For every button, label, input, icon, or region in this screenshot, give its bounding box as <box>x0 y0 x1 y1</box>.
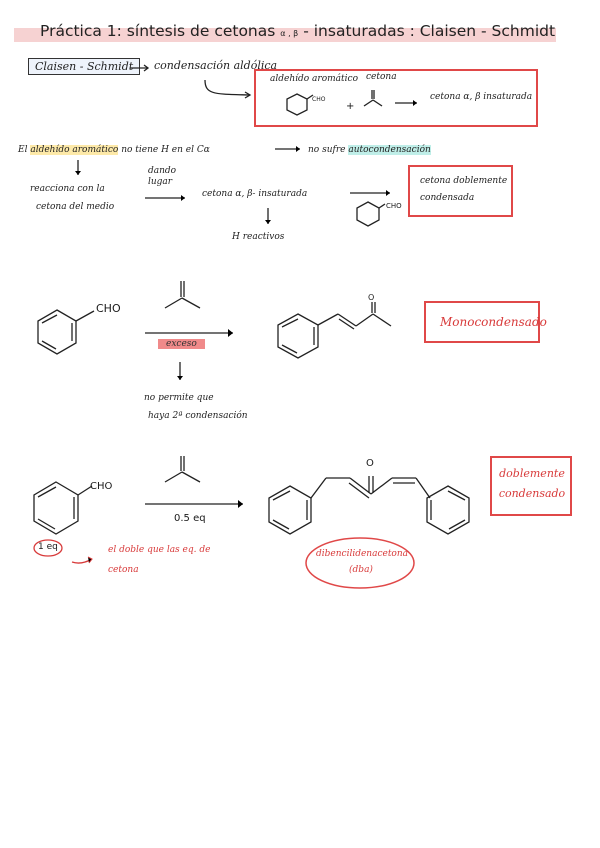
title-end: - insaturadas : Claisen - Schmidt <box>303 22 556 40</box>
acetone-small-structure <box>363 90 383 107</box>
aldehyde-label: aldehído aromático <box>270 74 358 84</box>
benzaldehyde-small-structure-2 <box>356 201 386 227</box>
one-eq-label: 1 eq <box>38 542 58 552</box>
double-eq-note: el doble que las eq. de cetona <box>108 545 211 575</box>
haya-label: haya 2ª condensación <box>148 411 248 421</box>
monocondensado-box: Monocondensado <box>424 301 547 343</box>
cetona-insaturada-label: cetona α, β- insaturada <box>202 189 308 199</box>
alpha-symbol: α <box>203 145 210 155</box>
condensation-label: condensación aldólica <box>154 59 278 72</box>
benzaldehyde-structure-4 <box>33 481 93 535</box>
dba-oval <box>305 537 415 589</box>
reaction-arrow-3 <box>145 329 233 337</box>
reacciona-label: reacciona con la <box>30 184 105 194</box>
dba-name: dibencilidenacetona (dba) <box>316 549 409 575</box>
h-reactivos-label: H reactivos <box>232 232 285 242</box>
title-start: Práctica 1: síntesis de cetonas <box>40 22 276 40</box>
ketone-label: cetona <box>366 72 397 82</box>
cho-label-3: CHO <box>96 302 121 315</box>
no-permite-label: no permite que <box>144 393 214 403</box>
cho-label-small-2: CHO <box>386 202 402 210</box>
autocondensation-highlight: autocondensación <box>348 145 431 155</box>
reaction-arrow-4 <box>145 500 243 508</box>
dando-lugar-label: dando lugar <box>148 166 177 187</box>
cho-label-4: CHO <box>90 481 113 492</box>
benzaldehyde-small-structure <box>286 93 314 116</box>
acetone-structure-4 <box>164 456 201 483</box>
autocondensation-text: no sufre autocondensación <box>308 145 431 155</box>
product-label: cetona α, β insaturada <box>430 92 533 102</box>
sentence-mid: no tiene H en el C <box>121 145 204 155</box>
double-condensed-box: cetona doblemente condensada <box>408 165 513 217</box>
no-sufre-label: no sufre <box>308 145 346 155</box>
o-label-4: O <box>366 458 374 469</box>
reaction-arrow-small <box>395 100 417 106</box>
o-label-3: O <box>368 293 375 302</box>
title-highlight <box>14 28 556 42</box>
no-alpha-h-sentence: El aldehído aromático no tiene H en el C… <box>18 145 210 155</box>
sentence-el: El <box>18 145 28 155</box>
benzaldehyde-structure <box>37 309 95 355</box>
half-eq-label: 0.5 eq <box>174 513 206 524</box>
title-greek: α , β <box>280 29 299 38</box>
exceso-highlight: exceso <box>158 339 205 349</box>
benzalacetone-structure <box>277 302 392 359</box>
cetona-medio-label: cetona del medio <box>36 202 115 212</box>
page-title: Práctica 1: síntesis de cetonas α , β - … <box>40 22 555 40</box>
plus-sign: + <box>346 101 355 112</box>
general-reaction-box <box>254 69 538 127</box>
doblemente-condensado-box: doblemente condensado <box>490 456 572 516</box>
claisen-schmidt-label: Claisen - Schmidt <box>28 58 141 75</box>
acetone-structure <box>164 281 201 309</box>
cho-label-small: CHO <box>312 96 326 103</box>
dibenzylideneacetone-structure <box>268 476 470 535</box>
aldehido-highlight: aldehído aromático <box>30 145 119 155</box>
